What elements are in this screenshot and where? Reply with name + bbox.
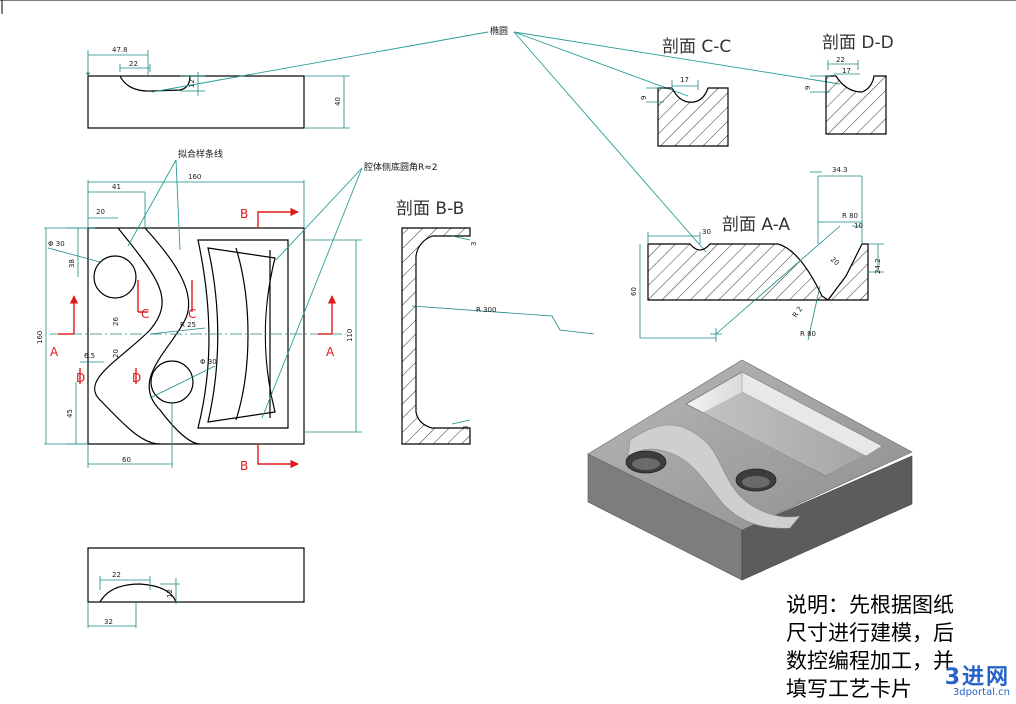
dim-bottom-12: 12: [166, 589, 174, 598]
note-block: 说明：先根据图纸 尺寸进行建模，后 数控编程加工，并 填写工艺卡片: [786, 593, 954, 701]
section-marker-b-top: B: [240, 207, 248, 221]
section-marker-b-bottom: B: [240, 459, 248, 473]
annotation-ellipse: 椭圆: [151, 25, 841, 253]
section-aa: 剖面 A-A 30 34.3 R 80 10 24.2 60 20 R 2 R …: [630, 166, 884, 342]
dim-12: 12: [188, 79, 196, 88]
dim-45: 45: [66, 409, 74, 418]
dim-60: 60: [122, 456, 131, 464]
section-cc-title: 剖面 C-C: [662, 37, 731, 57]
dim-bb-r300: R 300: [476, 306, 496, 314]
annotation-fit-spline-label: 拟合样条线: [178, 148, 223, 160]
section-dd: 剖面 D-D 22 17 9: [804, 33, 894, 135]
annotation-ellipse-label: 椭圆: [490, 25, 508, 37]
dim-phi30b: Φ 30: [200, 358, 217, 366]
dim-26: 26: [112, 317, 120, 326]
isometric-render: [587, 359, 913, 581]
section-marker-c-right: C: [188, 307, 196, 321]
dim-aa-30: 30: [702, 228, 711, 236]
top-view: 47.8 22 12 40: [88, 46, 350, 129]
dim-20: 20: [96, 208, 105, 216]
dim-bb-3b: 3: [462, 426, 470, 430]
dim-bottom-32: 32: [104, 618, 113, 626]
watermark-brand: 3进网: [944, 665, 1010, 690]
dim-aa-60: 60: [630, 287, 638, 296]
dim-aa-24-2: 24.2: [874, 258, 882, 274]
dim-bottom-22: 22: [112, 571, 121, 579]
dim-aa-r2: R 2: [791, 305, 804, 319]
dim-cc-17: 17: [680, 76, 689, 84]
note-line-4: 填写工艺卡片: [786, 677, 912, 701]
note-line-2: 尺寸进行建模，后: [786, 621, 954, 645]
dim-r25: R 25: [180, 321, 196, 329]
section-cc: 剖面 C-C 17 9: [640, 37, 731, 147]
dim-h110: 110: [346, 329, 354, 342]
section-marker-c-left: C: [141, 307, 149, 321]
annotation-cavity-fillet-label: 腔体侧底圆角R≈2: [364, 161, 438, 173]
main-view: 160 41 20 Φ 30 38 26 6.5 20 R 25 Φ 30 45…: [36, 173, 362, 473]
watermark-site: 3dportal.cn: [952, 687, 1010, 698]
dim-160: 160: [188, 173, 201, 181]
dim-40: 40: [334, 97, 342, 106]
dim-47-8: 47.8: [112, 46, 128, 54]
dim-bb-3: 3: [470, 242, 478, 246]
section-marker-d-left: D: [76, 371, 85, 385]
dim-20b: 20: [112, 349, 120, 358]
section-marker-d-right: D: [132, 371, 141, 385]
section-bb-title: 剖面 B-B: [396, 199, 464, 219]
note-line-3: 数控编程加工，并: [786, 649, 954, 673]
annotation-cavity-fillet: 腔体侧底圆角R≈2: [261, 161, 438, 419]
dim-aa-r80a: R 80: [842, 212, 858, 220]
dim-phi30a: Φ 30: [48, 240, 65, 248]
dim-h160: 160: [36, 331, 44, 344]
section-marker-a-right: A: [326, 345, 335, 359]
dim-41: 41: [112, 183, 121, 191]
dim-dd-17: 17: [842, 67, 851, 75]
section-aa-title: 剖面 A-A: [722, 215, 790, 235]
bottom-view: 22 12 32: [87, 547, 305, 628]
dim-22: 22: [129, 60, 138, 68]
dim-38: 38: [68, 259, 76, 268]
dim-dd-9: 9: [804, 86, 812, 90]
watermark: 3进网 3dportal.cn: [945, 659, 1010, 698]
dim-aa-20: 20: [829, 255, 841, 267]
section-bb: 剖面 B-B 3 R 300 3: [396, 199, 595, 445]
section-marker-a-left: A: [50, 345, 59, 359]
section-dd-title: 剖面 D-D: [822, 33, 894, 53]
dim-aa-r80b: R 80: [800, 330, 816, 338]
annotation-fit-spline: 拟合样条线: [127, 148, 223, 251]
dim-aa-10: 10: [854, 222, 863, 230]
dim-dd-22: 22: [836, 56, 845, 64]
dim-cc-9: 9: [640, 96, 648, 100]
note-line-1: 说明：先根据图纸: [786, 593, 954, 617]
dim-aa-34-3: 34.3: [832, 166, 848, 174]
dim-6-5: 6.5: [84, 352, 95, 360]
